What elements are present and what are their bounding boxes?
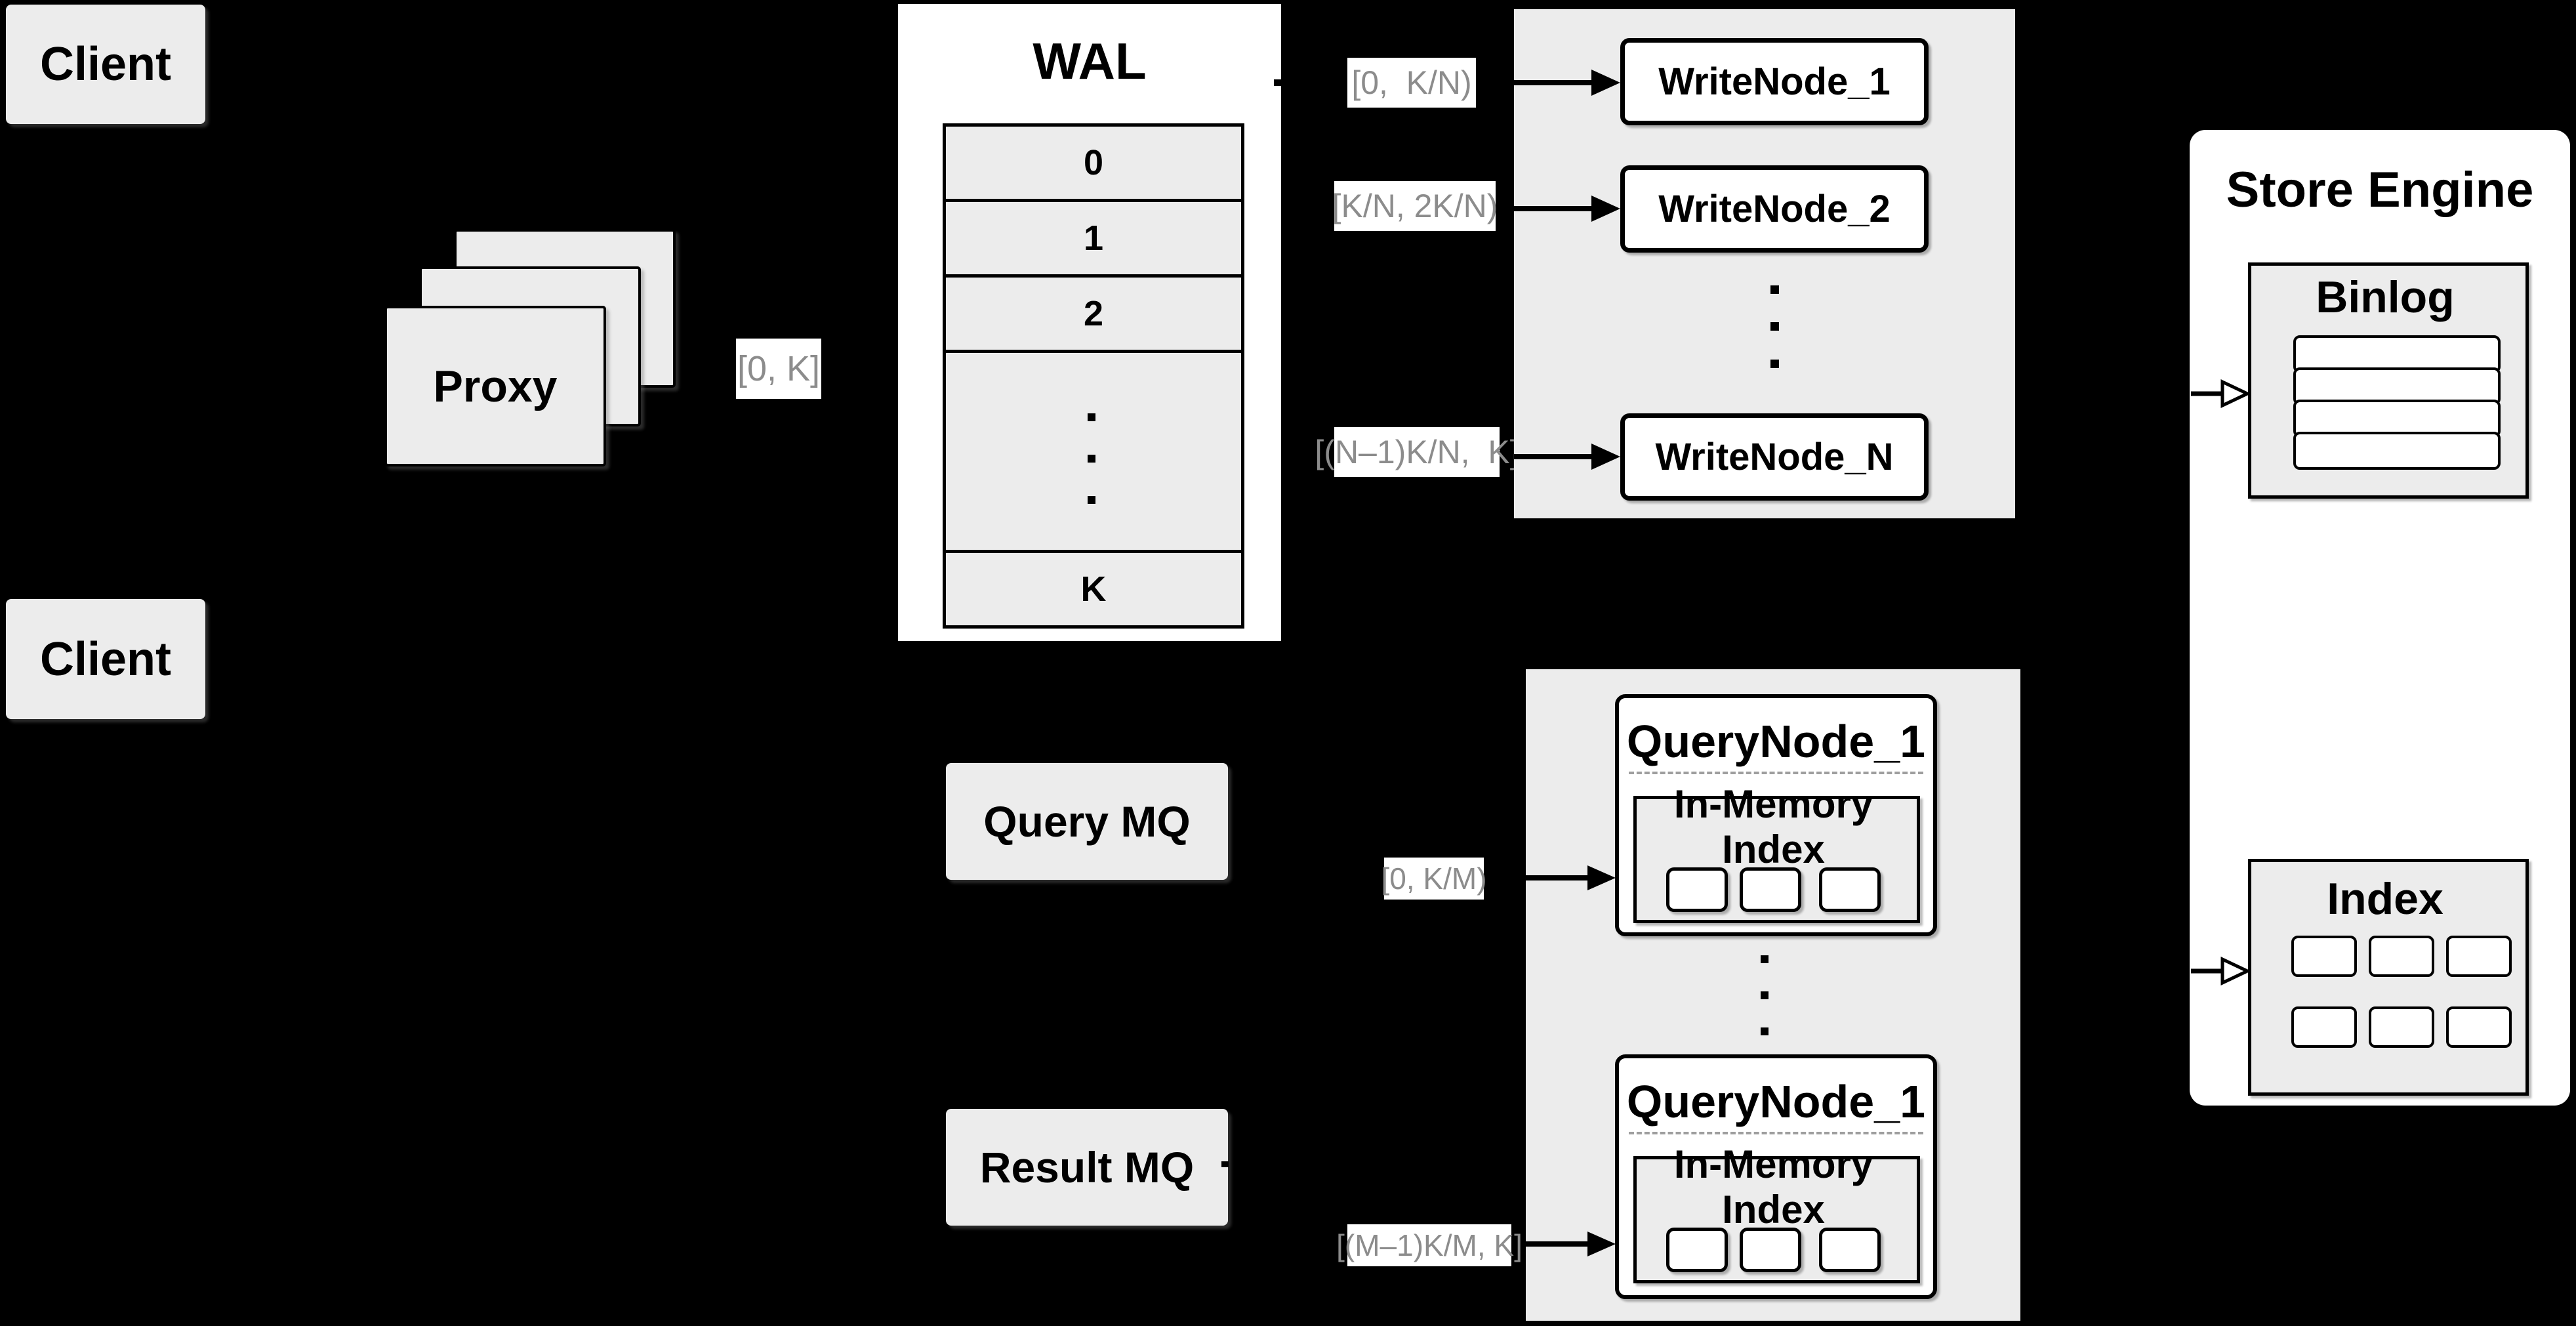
- index-cell: [2446, 1006, 2512, 1048]
- segment-cell: [1819, 1228, 1881, 1272]
- segment-cell: [1819, 867, 1881, 912]
- querynode-vertical-dots-icon: [1761, 991, 1768, 999]
- querynode-1-box: QueryNode_1 In-Memory Index: [1615, 694, 1937, 936]
- binlog-title-text: Binlog: [2316, 272, 2455, 322]
- result-mq-arrow-stub: [1221, 1161, 1229, 1167]
- range-label-wnn-text: [(N–1)K/N, K]: [1315, 434, 1519, 470]
- arrow-to-writenode-n: [1514, 444, 1620, 470]
- writenode-vertical-dots-icon: [1770, 285, 1779, 294]
- range-label-qn1: [0, K/M): [1381, 858, 1487, 900]
- inmemory-title-text: In-Memory Index: [1673, 1142, 1873, 1232]
- arrow-to-querynode-1: [1526, 865, 1616, 890]
- range-label-wn2-text: [K/N, 2K/N): [1332, 188, 1498, 224]
- querynode-m-inmemory-box: In-Memory Index: [1633, 1142, 1920, 1283]
- arrow-to-store-index: [2191, 957, 2251, 985]
- wal-title-text: WAL: [1032, 31, 1147, 90]
- querynode-m-separator: [1629, 1132, 1923, 1134]
- wal-segment-1: 1: [946, 199, 1241, 274]
- result-mq-label: Result MQ: [979, 1143, 1195, 1191]
- querynode-1-title: QueryNode_1: [1619, 716, 1933, 767]
- store-engine-title-text: Store Engine: [2226, 161, 2534, 218]
- store-engine-title: Store Engine: [2190, 160, 2570, 219]
- inmemory-title: In-Memory Index: [1637, 782, 1910, 871]
- range-label-qn1-text: [0, K/M): [1381, 861, 1487, 896]
- arrow-to-binlog: [2191, 379, 2251, 408]
- binlog-row: [2293, 335, 2501, 373]
- range-label-wnn: [(N–1)K/N, K]: [1315, 427, 1519, 477]
- result-mq-box: Result MQ: [946, 1109, 1228, 1226]
- index-cell: [2369, 1006, 2434, 1048]
- client-top-label: Client: [39, 38, 171, 91]
- segment-cell: [1666, 867, 1728, 912]
- index-cell: [2369, 936, 2434, 977]
- writenode-n-box: WriteNode_N: [1620, 413, 1929, 501]
- client-box-top: Client: [6, 5, 205, 124]
- range-label-qnm: [(M–1)K/M, K]: [1336, 1224, 1523, 1266]
- wal-title: WAL: [898, 31, 1281, 91]
- writenode-vertical-dots-icon: [1770, 360, 1779, 368]
- range-label-wn1: [0, K/N): [1347, 58, 1476, 108]
- writenode-vertical-dots-icon: [1770, 322, 1779, 331]
- range-label-proxy-wal: [0, K]: [736, 339, 821, 399]
- arrow-to-querynode-m: [1526, 1232, 1616, 1256]
- arrow-to-writenode-2: [1514, 196, 1620, 222]
- wal-container: WAL 0 1 2 K: [898, 4, 1281, 641]
- binlog-row: [2293, 432, 2501, 470]
- index-cell: [2291, 936, 2357, 977]
- binlog-row: [2293, 367, 2501, 405]
- wal-arrow-stub: [1274, 79, 1282, 86]
- querynode-m-title: QueryNode_1: [1619, 1076, 1933, 1127]
- vertical-dots-icon: [1088, 496, 1095, 504]
- writenode-n-label: WriteNode_N: [1655, 436, 1894, 478]
- proxy-box-front: Proxy: [384, 306, 606, 466]
- range-label-qnm-text: [(M–1)K/M, K]: [1336, 1228, 1523, 1262]
- index-cell: [2291, 1006, 2357, 1048]
- writenode-1-label: WriteNode_1: [1658, 60, 1891, 103]
- proxy-label: Proxy: [433, 361, 558, 411]
- query-mq-box: Query MQ: [946, 763, 1228, 880]
- range-label-proxy-wal-text: [0, K]: [737, 349, 821, 388]
- index-cell: [2446, 936, 2512, 977]
- wal-segment-ellipsis: [946, 350, 1241, 550]
- store-index-box: Index: [2248, 859, 2529, 1096]
- store-engine-container: Store Engine Binlog Index: [2190, 130, 2570, 1106]
- querynode-1-title-text: QueryNode_1: [1626, 716, 1926, 767]
- inmemory-title: In-Memory Index: [1637, 1142, 1910, 1232]
- writenode-2-label: WriteNode_2: [1658, 188, 1891, 230]
- range-label-wn1-text: [0, K/N): [1351, 64, 1472, 101]
- query-mq-label: Query MQ: [983, 797, 1191, 846]
- inmemory-title-text: In-Memory Index: [1673, 782, 1873, 871]
- querynode-m-box: QueryNode_1 In-Memory Index: [1615, 1054, 1937, 1299]
- vertical-dots-icon: [1088, 455, 1095, 463]
- querynode-1-separator: [1629, 772, 1923, 774]
- store-index-title-text: Index: [2327, 874, 2443, 924]
- range-label-wn2: [K/N, 2K/N): [1332, 181, 1498, 231]
- writenode-1-box: WriteNode_1: [1620, 38, 1929, 125]
- client-box-bottom: Client: [6, 599, 205, 719]
- writenode-2-box: WriteNode_2: [1620, 165, 1929, 253]
- querynode-1-inmemory-box: In-Memory Index: [1633, 782, 1920, 923]
- wal-segment-k: K: [946, 550, 1241, 625]
- store-index-title: Index: [2251, 873, 2519, 925]
- querynode-vertical-dots-icon: [1761, 955, 1768, 963]
- wal-segment-table: 0 1 2 K: [943, 123, 1244, 629]
- segment-cell: [1666, 1228, 1728, 1272]
- wal-segment-2: 2: [946, 274, 1241, 350]
- segment-cell: [1740, 867, 1801, 912]
- binlog-title: Binlog: [2251, 271, 2519, 323]
- wal-segment-0: 0: [946, 127, 1241, 199]
- querynode-m-title-text: QueryNode_1: [1626, 1076, 1926, 1127]
- binlog-box: Binlog: [2248, 262, 2529, 499]
- client-bottom-label: Client: [39, 632, 171, 686]
- arrow-to-writenode-1: [1514, 70, 1620, 96]
- binlog-row: [2293, 400, 2501, 438]
- segment-cell: [1740, 1228, 1801, 1272]
- querynode-vertical-dots-icon: [1761, 1027, 1768, 1035]
- vertical-dots-icon: [1088, 413, 1095, 421]
